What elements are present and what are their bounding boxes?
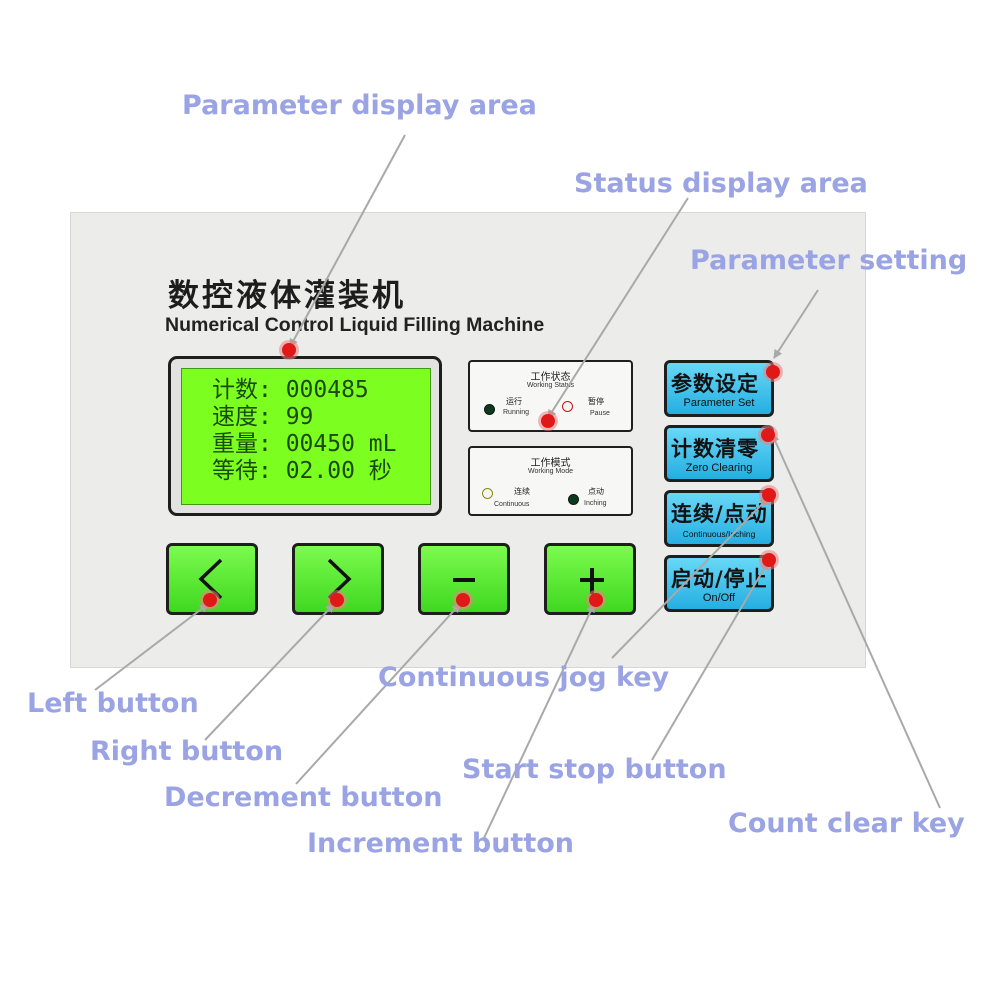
callout-decrement-button: Decrement button — [164, 782, 443, 813]
lcd-line-weight: 重量: 00450 mL — [212, 431, 397, 457]
lcd-line-speed: 速度: 99 — [212, 404, 314, 430]
leader-status-display — [547, 197, 689, 419]
callout-count-clear-key: Count clear key — [728, 808, 965, 839]
callout-start-stop-button: Start stop button — [462, 754, 727, 785]
on-off-label-en: On/Off — [702, 592, 736, 604]
marker-parameter-setting — [766, 365, 780, 379]
lcd-line-count: 计数: 000485 — [212, 377, 369, 403]
leader-parameter-setting — [773, 289, 819, 359]
running-label-en: Running — [503, 409, 530, 416]
marker-status-display — [541, 414, 555, 428]
working-mode-box: 工作模式 Working Mode 连续 Continuous 点动 Inchi… — [468, 446, 633, 516]
continuous-inching-button[interactable]: 连续/点动 Continuous/Inching — [664, 490, 774, 547]
marker-parameter-display — [282, 343, 296, 357]
pause-led-icon — [562, 401, 573, 412]
working-mode-label-en: Working Mode — [527, 468, 573, 475]
minus-icon — [453, 578, 475, 582]
marker-right-button — [330, 593, 344, 607]
leader-left-button — [94, 603, 209, 691]
on-off-button[interactable]: 启动/停止 On/Off — [664, 555, 774, 612]
chevron-left-icon — [198, 558, 223, 600]
parameter-set-label-cn: 参数设定 — [671, 372, 759, 396]
working-status-label-cn: 工作状态 — [530, 372, 571, 383]
zero-clearing-label-en: Zero Clearing — [685, 462, 753, 474]
callout-parameter-display-area: Parameter display area — [182, 90, 537, 121]
marker-count-clear — [761, 428, 775, 442]
on-off-label-cn: 启动/停止 — [671, 567, 768, 591]
continuous-inching-label-cn: 连续/点动 — [671, 502, 768, 526]
inching-label-cn: 点动 — [588, 487, 604, 496]
leader-right-button — [204, 603, 335, 741]
leader-decrement-button — [295, 603, 461, 785]
lcd-line-wait: 等待: 02.00 秒 — [212, 458, 392, 484]
leader-increment-button — [483, 603, 595, 839]
continuous-led-icon — [482, 488, 493, 499]
marker-continuous-jog — [762, 488, 776, 502]
callout-right-button: Right button — [90, 736, 284, 767]
panel-title-en: Numerical Control Liquid Filling Machine — [165, 314, 545, 336]
running-led-icon — [484, 404, 495, 415]
zero-clearing-button[interactable]: 计数清零 Zero Clearing — [664, 425, 774, 482]
zero-clearing-label-cn: 计数清零 — [671, 437, 759, 461]
running-label-cn: 运行 — [506, 397, 522, 406]
parameter-display-lcd: 计数: 000485 速度: 99 重量: 00450 mL 等待: 02.00… — [181, 368, 431, 505]
pause-label-en: Pause — [590, 410, 610, 417]
callout-increment-button: Increment button — [307, 828, 575, 859]
leader-continuous-jog — [611, 497, 769, 659]
panel-title-cn: 数控液体灌装机 — [168, 278, 406, 314]
pause-label-cn: 暂停 — [588, 397, 604, 406]
chevron-right-icon — [327, 558, 352, 600]
inching-label-en: Inching — [584, 500, 607, 507]
inching-led-icon — [568, 494, 579, 505]
continuous-label-cn: 连续 — [514, 487, 530, 496]
working-mode-label-cn: 工作模式 — [530, 458, 571, 469]
marker-increment-button — [589, 593, 603, 607]
parameter-set-label-en: Parameter Set — [683, 397, 755, 409]
parameter-set-button[interactable]: 参数设定 Parameter Set — [664, 360, 774, 417]
plus-icon — [580, 568, 604, 594]
callout-left-button: Left button — [27, 688, 199, 719]
leader-parameter-display — [289, 134, 406, 348]
callout-continuous-jog-key: Continuous jog key — [378, 662, 670, 693]
marker-start-stop — [762, 553, 776, 567]
continuous-inching-label-en: Continuous/Inching — [682, 529, 756, 539]
leader-start-stop — [651, 561, 769, 761]
working-status-label-en: Working Status — [526, 382, 575, 389]
leader-count-clear — [771, 433, 941, 809]
callout-status-display-area: Status display area — [574, 168, 868, 199]
marker-decrement-button — [456, 593, 470, 607]
marker-left-button — [203, 593, 217, 607]
callout-parameter-setting: Parameter setting — [690, 245, 968, 276]
continuous-label-en: Continuous — [494, 501, 530, 508]
